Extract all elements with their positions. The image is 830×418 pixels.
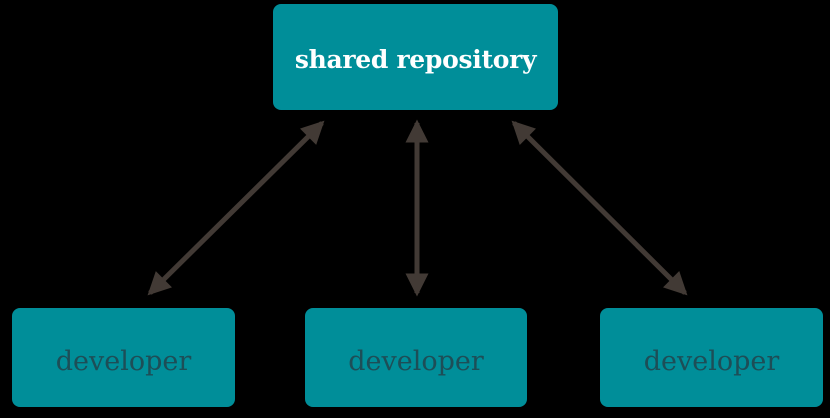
developer-node-1 — [12, 308, 235, 407]
bidirectional-arrow-right — [511, 120, 688, 296]
developer-node-3 — [600, 308, 823, 407]
developer-label-2: developer — [348, 346, 484, 377]
shared-repository-node — [273, 4, 558, 110]
developer-node-2 — [305, 308, 527, 407]
shared-repository-label: shared repository — [295, 45, 538, 74]
developer-label-1: developer — [56, 346, 192, 377]
bidirectional-arrow-left — [147, 120, 325, 296]
developer-label-3: developer — [644, 346, 780, 377]
